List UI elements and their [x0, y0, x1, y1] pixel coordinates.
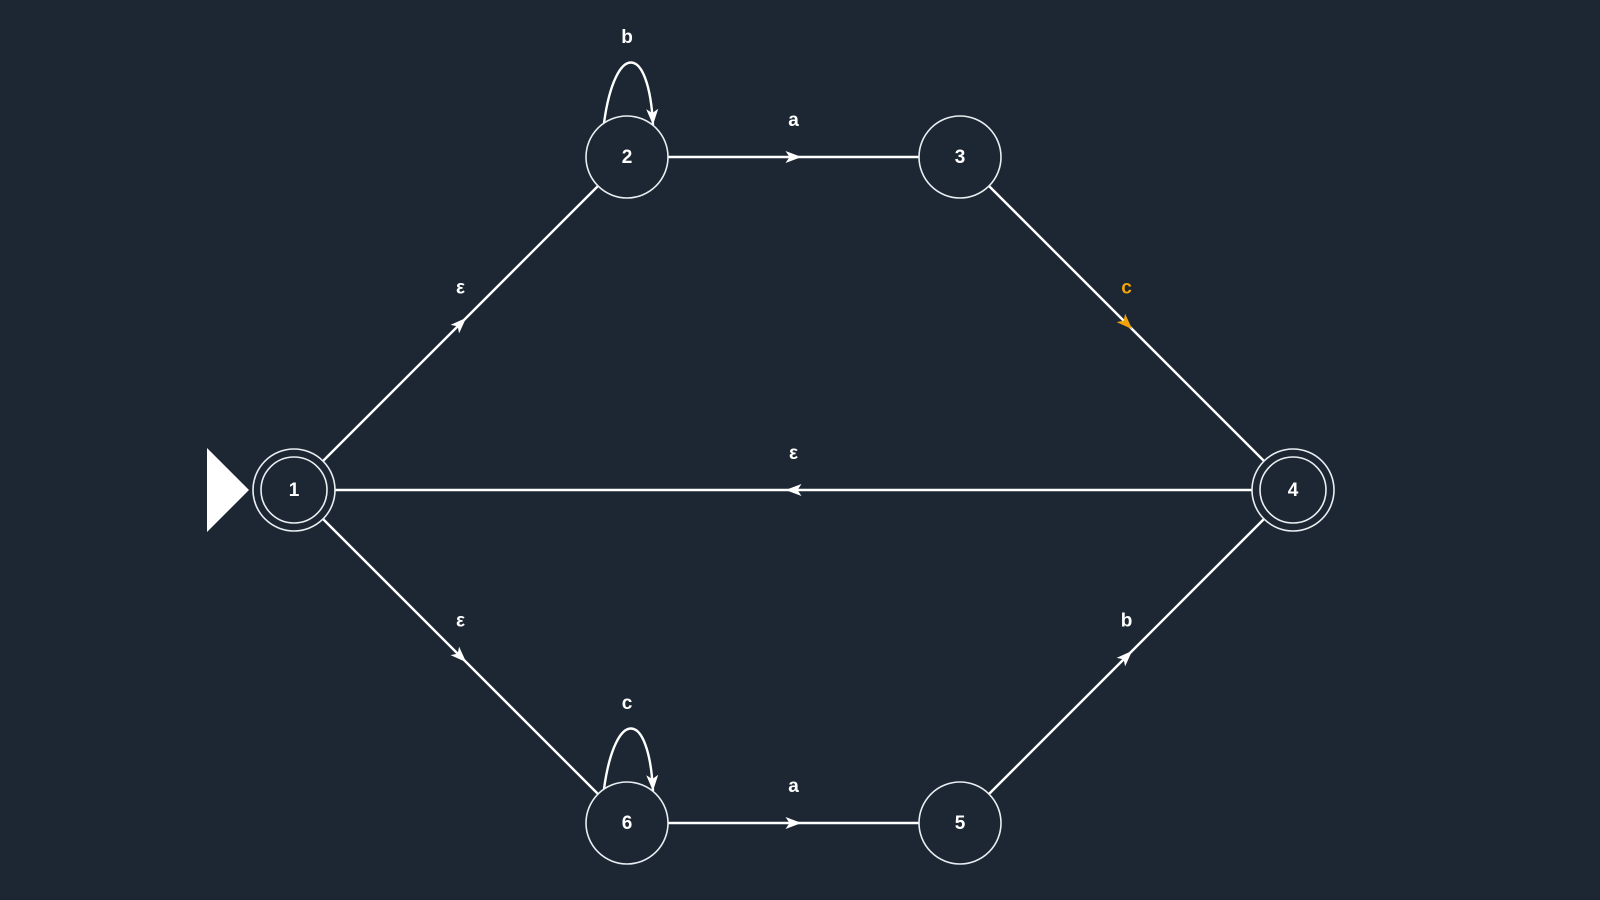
state-circle: [918, 781, 1002, 865]
transition-2-2[interactable]: [602, 61, 659, 126]
state-label: 6: [622, 813, 633, 834]
accepting-ring: [1259, 456, 1327, 524]
transition-label-3-4: c: [1121, 278, 1132, 299]
transition-label-6-5: a: [788, 776, 799, 797]
transition-label-5-4: b: [1121, 611, 1133, 632]
arrowhead: [646, 774, 659, 791]
transition-label-2-3: a: [788, 110, 799, 131]
state-label: 2: [622, 147, 633, 168]
state-circle: [585, 781, 669, 865]
arrowhead: [785, 817, 802, 829]
states-layer: 1 2 3 4 5 6: [252, 115, 1335, 865]
transition-label-1-6: ε: [456, 611, 465, 632]
arrowhead: [450, 317, 467, 334]
state-label: 1: [289, 480, 300, 501]
transition-label-1-2: ε: [456, 278, 465, 299]
transition-labels-layer: ε b a c ε ε c a b: [456, 27, 1132, 797]
self-loop-line: [602, 727, 655, 792]
arrowhead: [646, 108, 659, 125]
transition-3-4[interactable]: [988, 185, 1265, 462]
state-3[interactable]: 3: [918, 115, 1002, 199]
transition-label-4-1: ε: [789, 443, 798, 464]
arrowhead: [785, 484, 802, 496]
state-4-accepting[interactable]: 4: [1251, 448, 1335, 532]
transition-label-6-6: c: [622, 693, 633, 714]
transition-6-5[interactable]: [668, 817, 919, 829]
state-1-accepting[interactable]: 1: [252, 448, 336, 532]
initial-marker-layer: [207, 448, 249, 532]
transition-1-6[interactable]: [322, 518, 599, 795]
arrowhead: [785, 151, 802, 163]
state-circle: [918, 115, 1002, 199]
state-6[interactable]: 6: [585, 781, 669, 865]
transitions-layer: [322, 61, 1265, 829]
arrowhead: [1116, 313, 1133, 330]
state-label: 3: [955, 147, 966, 168]
transition-label-2-2: b: [621, 27, 633, 48]
arrowhead: [450, 646, 467, 663]
transition-2-3[interactable]: [668, 151, 919, 163]
accepting-ring: [260, 456, 328, 524]
arrowhead: [1116, 650, 1133, 667]
state-label: 5: [955, 813, 966, 834]
transition-1-2[interactable]: [322, 185, 599, 462]
transition-5-4[interactable]: [988, 518, 1265, 795]
state-circle: [585, 115, 669, 199]
initial-state-marker: [207, 448, 249, 532]
transition-6-6[interactable]: [602, 727, 659, 792]
state-2[interactable]: 2: [585, 115, 669, 199]
state-label: 4: [1288, 480, 1299, 501]
state-5[interactable]: 5: [918, 781, 1002, 865]
self-loop-line: [602, 61, 655, 126]
transition-4-1[interactable]: [335, 484, 1252, 496]
